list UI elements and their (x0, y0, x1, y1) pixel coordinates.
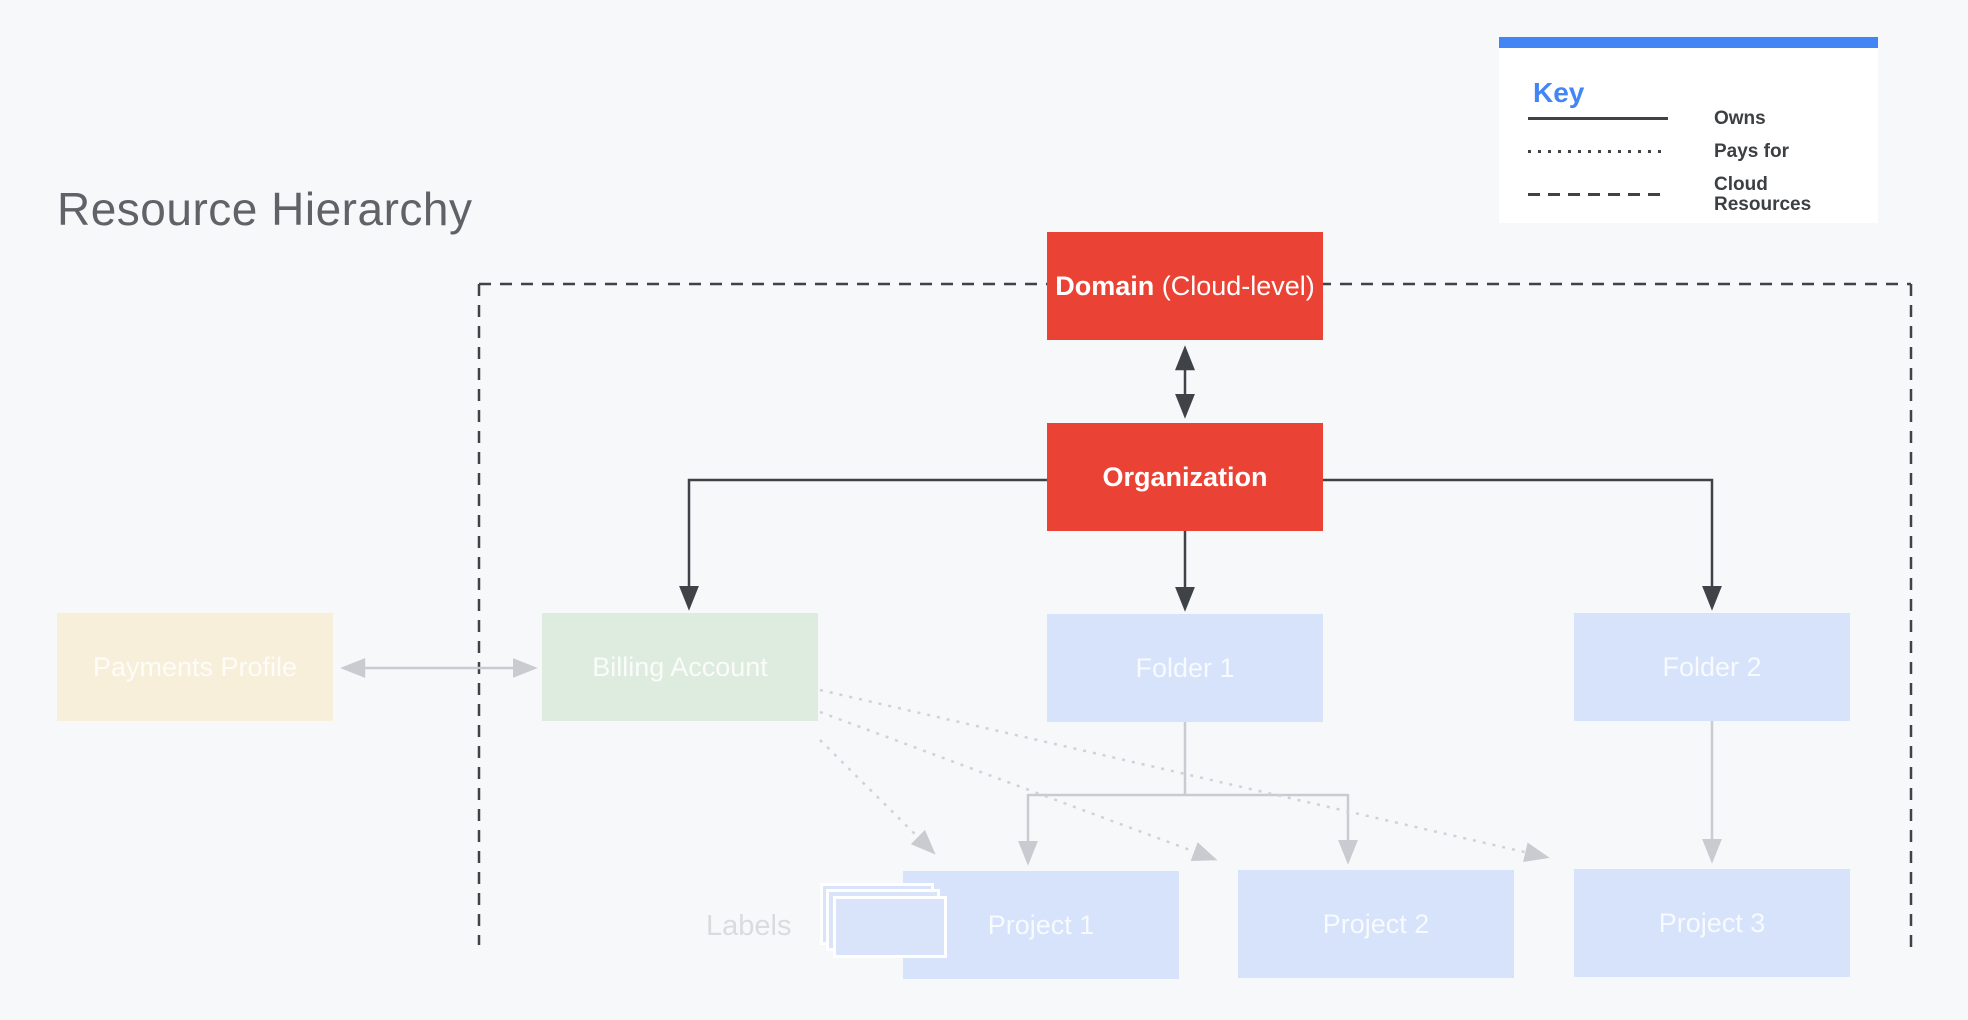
domain-label-rest: (Cloud-level) (1154, 270, 1315, 301)
owns-arrows (679, 345, 1722, 612)
legend-label-pays-for: Pays for (1714, 141, 1789, 162)
legend-row-owns: Owns (1528, 109, 1834, 129)
solid-line-sample (1528, 117, 1668, 121)
node-project-3: Project 3 (1574, 869, 1850, 977)
node-project-1: Project 1 (903, 871, 1179, 979)
legend-key-box: Key Owns Pays for Cloud Resources (1499, 37, 1878, 223)
node-project-2: Project 2 (1238, 870, 1514, 978)
legend-label-cloud-resources: Cloud Resources (1714, 174, 1812, 215)
dashed-line-sample (1528, 193, 1668, 197)
dotted-line-sample (1528, 150, 1668, 154)
legend-row-pays-for: Pays for (1528, 142, 1834, 162)
pays-for-dotted-lines (819, 688, 1550, 862)
legend-top-bar (1499, 37, 1878, 48)
label-card-front (833, 896, 947, 958)
page-title: Resource Hierarchy (57, 183, 473, 235)
folder-and-billing-links (340, 658, 1722, 866)
node-folder-1: Folder 1 (1047, 614, 1323, 722)
node-domain: Domain (Cloud-level) (1047, 232, 1323, 340)
node-organization: Organization (1047, 423, 1323, 531)
domain-label-bold: Domain (1055, 270, 1155, 301)
node-folder-2: Folder 2 (1574, 613, 1850, 721)
legend-title: Key (1533, 77, 1585, 108)
legend-row-cloud-resources: Cloud Resources (1528, 175, 1834, 215)
node-billing-account: Billing Account (542, 613, 818, 721)
node-payments-profile: Payments Profile (57, 613, 333, 721)
labels-cards-icon (820, 883, 966, 965)
labels-caption: Labels (706, 910, 792, 942)
legend-label-owns: Owns (1714, 108, 1766, 129)
